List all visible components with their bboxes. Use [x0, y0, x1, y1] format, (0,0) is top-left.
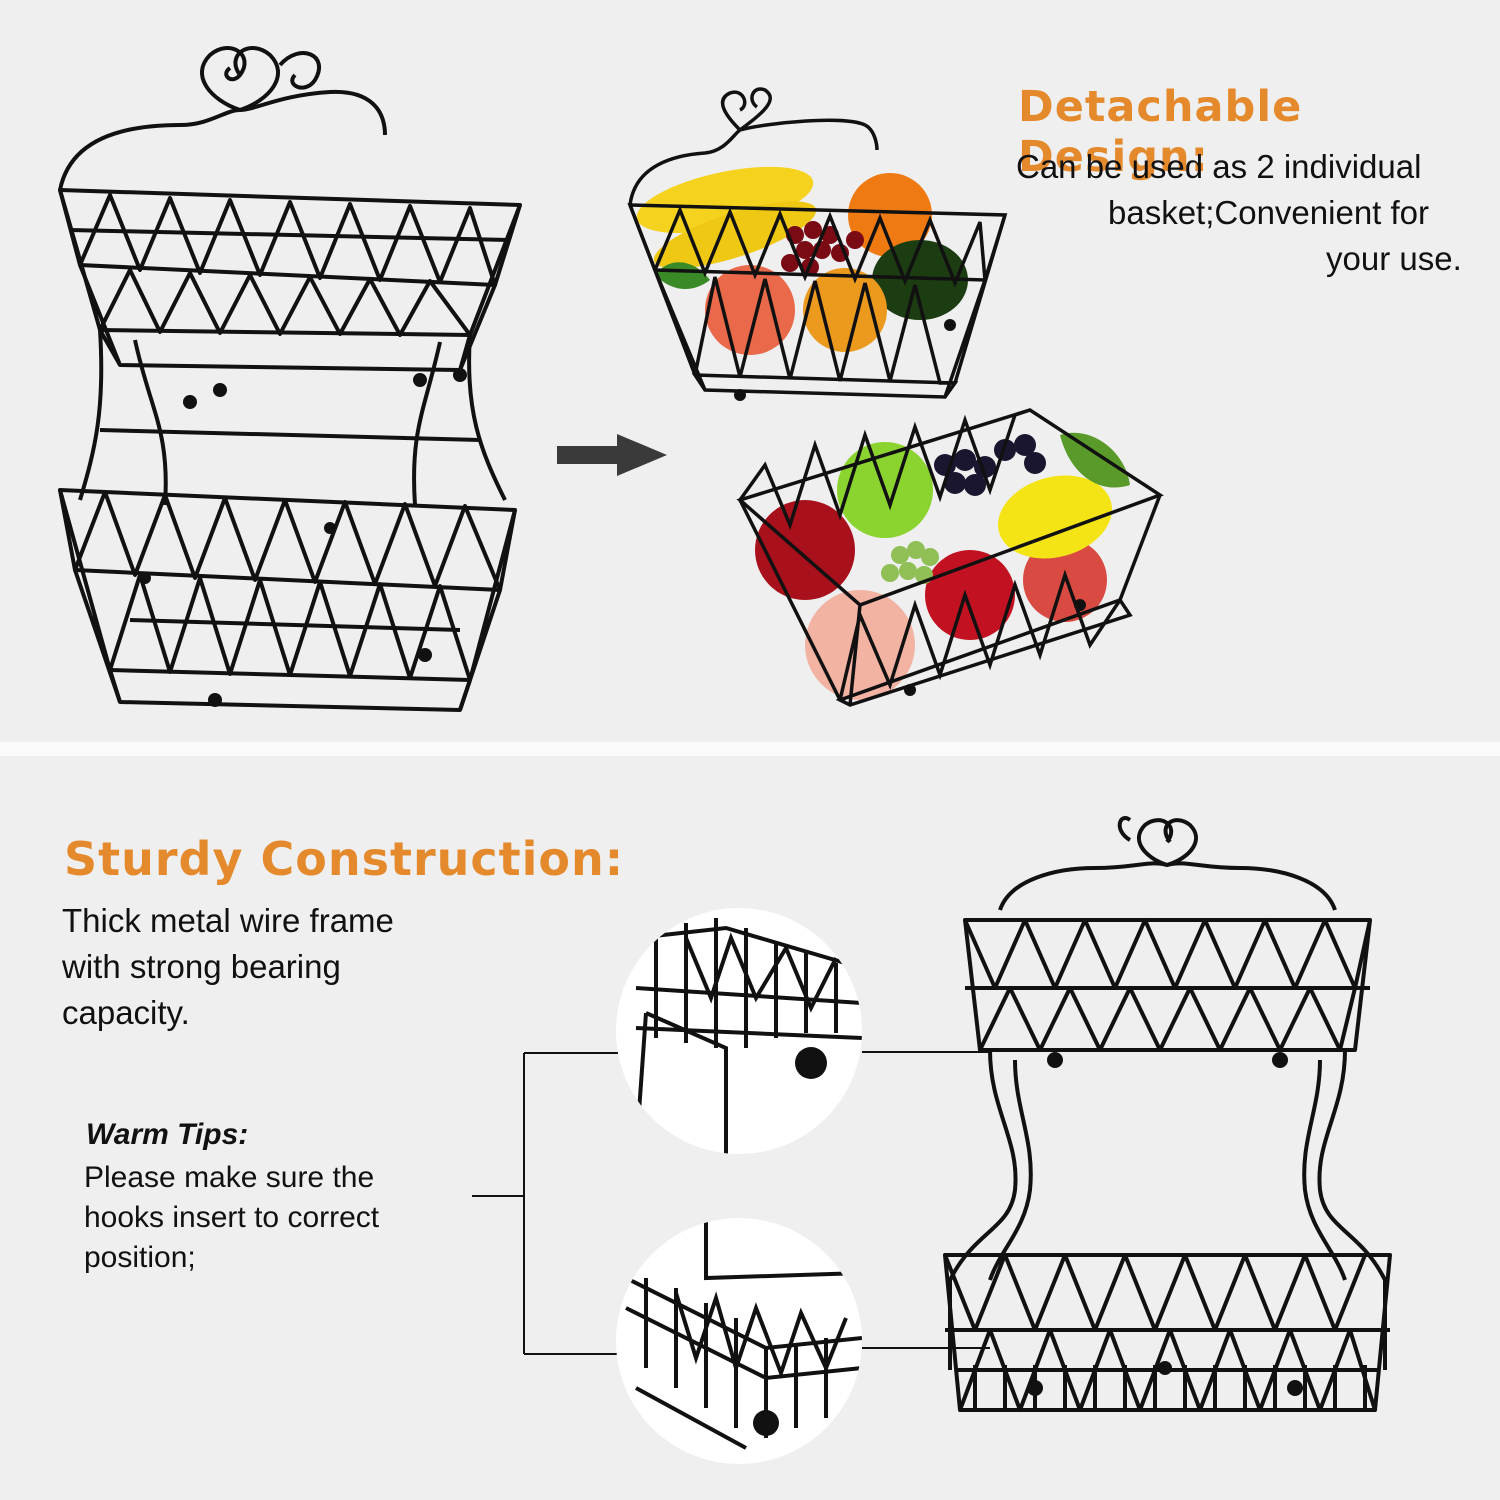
warm-tips-title: Warm Tips: [86, 1118, 249, 1151]
warm-tips-line-2: hooks insert to correct [84, 1201, 380, 1234]
warm-tips-line-3: position; [84, 1241, 196, 1274]
detached-basket-top-image [627, 87, 1008, 401]
warm-tips-line-1: Please make sure the [84, 1161, 375, 1194]
two-tier-basket-front-image [943, 816, 1392, 1412]
detachable-description-line-1: Can be used as 2 individual [1016, 148, 1422, 185]
sturdy-heading: Sturdy Construction: [64, 832, 625, 886]
section-divider [0, 742, 1500, 756]
hook-detail-upper-circle [616, 908, 862, 1154]
two-tier-basket-image [58, 46, 522, 712]
right-arrow-icon [557, 434, 667, 476]
sturdy-description-line-2: with strong bearing [62, 948, 341, 985]
detachable-description-line-2: basket;Convenient for [1108, 194, 1430, 231]
detachable-description-line-3: your use. [1326, 240, 1462, 277]
detached-basket-bottom-image [736, 408, 1164, 707]
detachable-heading: Detachable Design: [1018, 82, 1303, 182]
sturdy-description-line-1: Thick metal wire frame [62, 902, 394, 939]
hook-detail-lower-circle [616, 1218, 862, 1464]
sturdy-description-line-3: capacity. [62, 994, 190, 1031]
